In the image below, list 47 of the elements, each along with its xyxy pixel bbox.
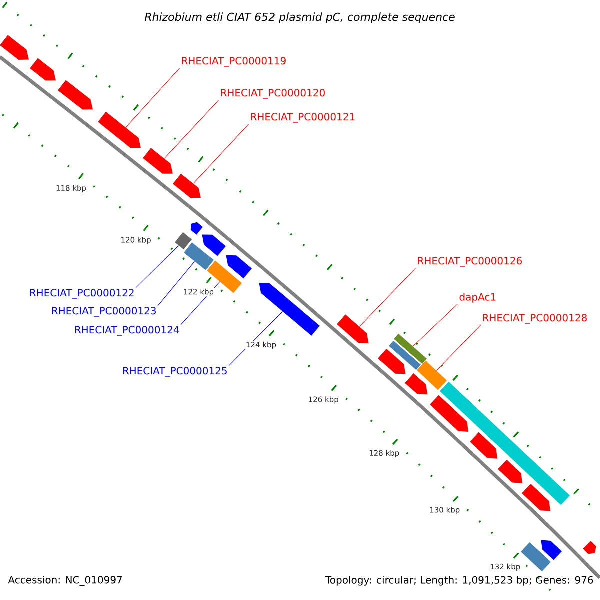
leader-line [412, 304, 458, 347]
gene-block [378, 348, 406, 374]
gene-label: dapAc1 [460, 293, 496, 303]
gene-block [430, 395, 469, 432]
leader-line [136, 245, 179, 288]
leader-line [359, 268, 416, 327]
gene-block [522, 484, 551, 512]
gene-block [498, 460, 523, 484]
gene-block [173, 174, 201, 198]
gene-bar [184, 242, 214, 270]
gene-block [30, 58, 56, 81]
gene-bar [440, 382, 570, 506]
gene-label: RHECIAT_PC0000126 [418, 257, 522, 267]
gene-label: RHECIAT_PC0000124 [75, 326, 180, 336]
accession-text: Accession: NC_010997 [8, 576, 122, 586]
gene-label: RHECIAT_PC0000119 [182, 57, 286, 67]
gene-bar [417, 360, 447, 390]
gene-block [0, 35, 29, 60]
gene-block [541, 540, 562, 560]
gene-bar [175, 232, 192, 250]
leader-line [158, 261, 196, 306]
gene-label: RHECIAT_PC0000121 [251, 113, 355, 123]
gene-label: RHECIAT_PC0000128 [483, 314, 587, 324]
gene-block [98, 112, 141, 148]
summary-text: Topology: circular; Length: 1,091,523 bp; Genes: 976 [325, 576, 594, 586]
gene-label: RHECIAT_PC0000120 [221, 89, 325, 99]
gene-label: RHECIAT_PC0000125 [123, 367, 227, 377]
gene-block [337, 314, 369, 344]
gene-block [259, 283, 320, 336]
leader-line [126, 68, 180, 128]
gene-block [583, 541, 596, 554]
gene-bar [389, 340, 421, 370]
gene-block [58, 80, 93, 110]
gene-label: RHECIAT_PC0000122 [30, 289, 134, 299]
gene-block [226, 255, 252, 279]
gene-bar [394, 334, 427, 364]
gene-block [143, 148, 173, 174]
gene-block [405, 374, 428, 395]
leader-line [436, 324, 482, 371]
gene-label: RHECIAT_PC0000123 [52, 307, 156, 317]
title: Rhizobium etli CIAT 652 plasmid pC, complete sequence [144, 12, 455, 24]
gene-bar [521, 542, 551, 572]
leader-line [164, 100, 220, 159]
gene-block [202, 234, 226, 256]
leader-line [193, 124, 250, 184]
gene-block [190, 222, 203, 235]
gene-block [470, 432, 498, 459]
